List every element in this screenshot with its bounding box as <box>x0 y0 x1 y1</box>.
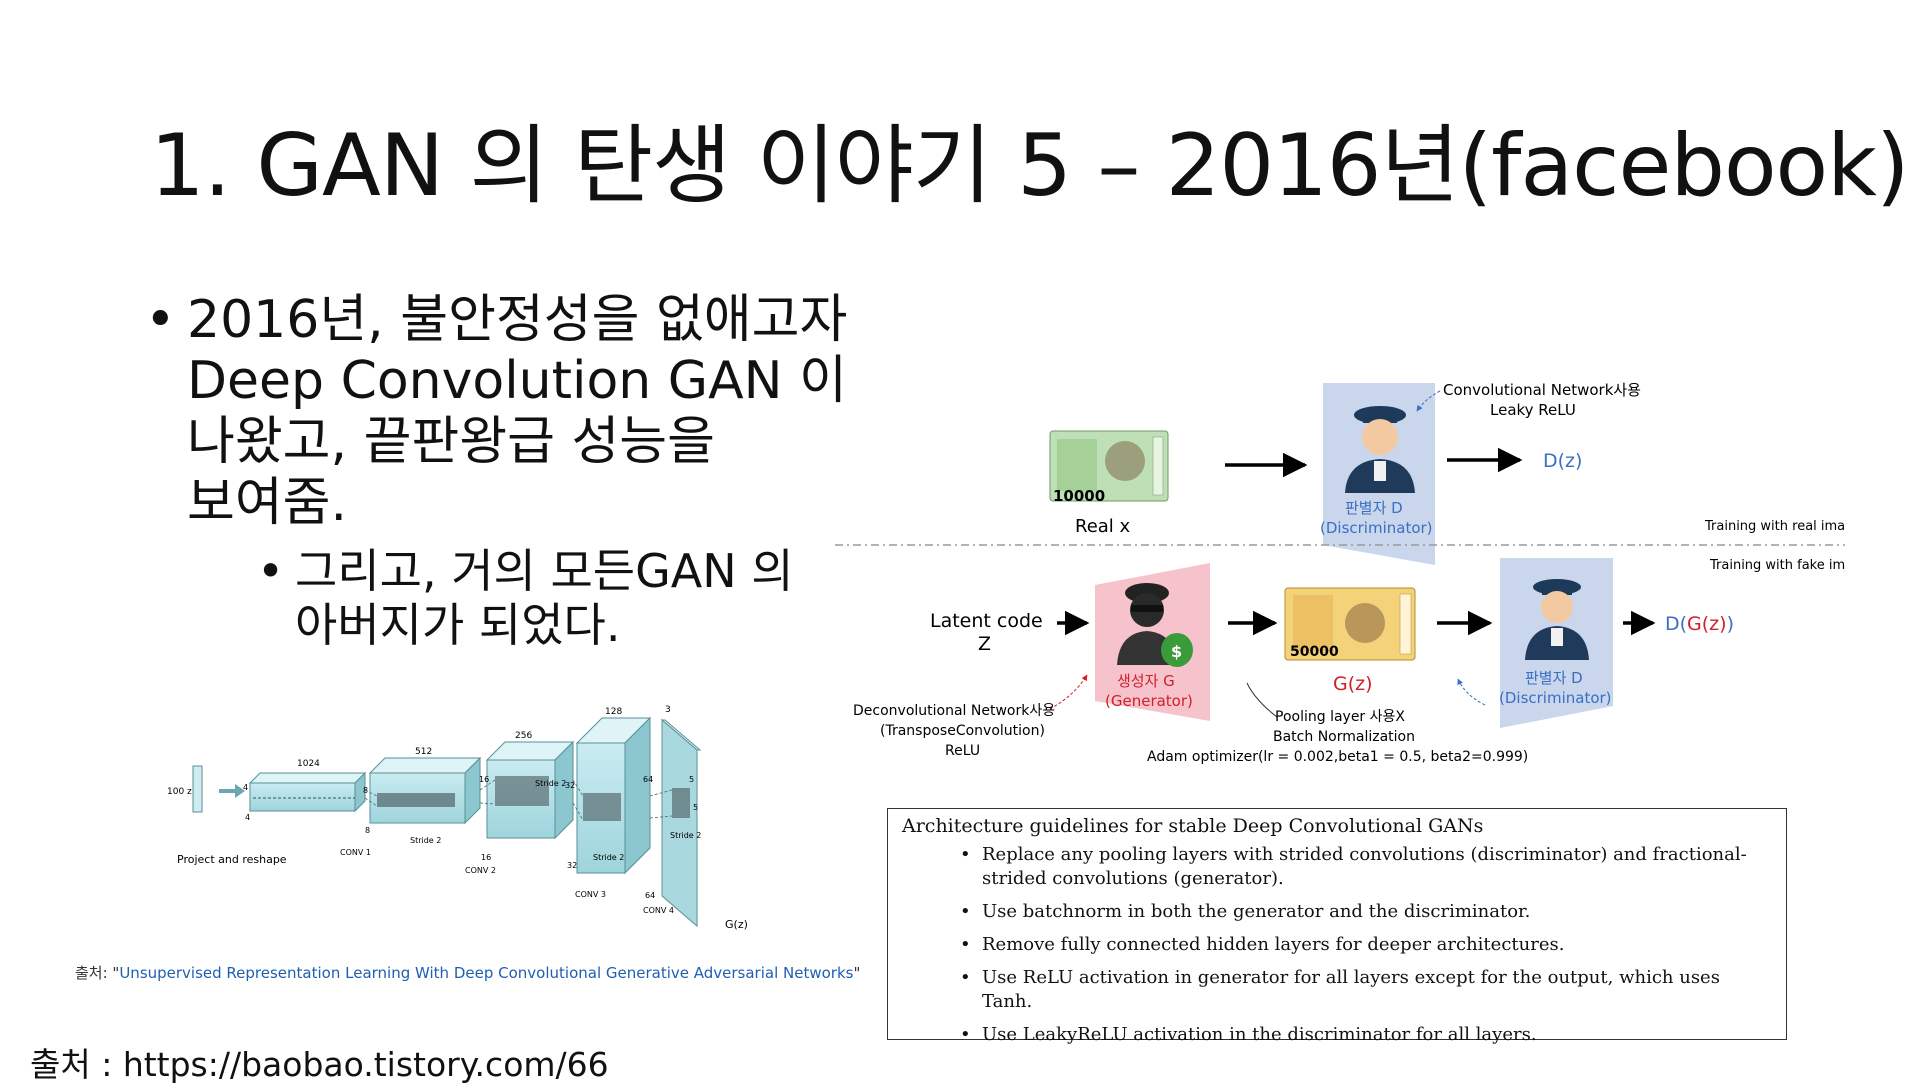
project-reshape-label: Project and reshape <box>177 853 287 866</box>
guideline-item: Replace any pooling layers with strided … <box>960 843 1772 891</box>
gen-label: 생성자 G <box>1117 672 1175 690</box>
output-gz-label: G(z) <box>725 918 748 931</box>
disc-note-leaky: Leaky ReLU <box>1490 401 1576 419</box>
disc-fake-sublabel: (Discriminator) <box>1499 689 1612 707</box>
real-x-label: Real x <box>1075 516 1131 537</box>
gen-note-deconv: Deconvolutional Network사용 <box>853 703 1055 719</box>
dcgan-architecture-figure: 100 z Project and reshape 1024 4 4 512 8… <box>167 705 748 931</box>
input-vector-shape <box>192 765 203 813</box>
slide-title: 1. GAN 의 탄생 이야기 5 – 2016년(facebook) <box>150 116 1910 216</box>
conv-label: CONV 4 <box>643 906 674 915</box>
depth-label: 1024 <box>297 759 320 769</box>
depth-label: 128 <box>605 707 622 717</box>
guidelines-title: Architecture guidelines for stable Deep … <box>902 815 1484 837</box>
bullet-line: 나왔고, 끝판왕급 성능을 <box>187 412 715 472</box>
citation-prefix: 출처: " <box>75 964 120 982</box>
sub-bullet-line: 아버지가 되었다. <box>295 598 621 652</box>
gen-note-transpose: (TransposeConvolution) <box>880 723 1045 739</box>
fake-training-caption: Training with fake image <box>1709 558 1845 573</box>
bullet-line: 보여줌. <box>187 473 348 533</box>
size-label: 4 <box>243 783 248 792</box>
fake-banknote-icon <box>1284 587 1416 661</box>
gan-training-diagram: 10000 Real x 판별자 D (Discriminator) Convo… <box>835 381 1845 765</box>
stride-label: Stride 2 <box>410 836 441 845</box>
dz-output: D(z) <box>1543 450 1582 472</box>
gen-note-relu: ReLU <box>945 743 980 759</box>
pool-note-pointer-left <box>1246 682 1278 718</box>
dgz-suffix: ) <box>1727 613 1734 635</box>
police-officer-icon <box>1345 406 1415 493</box>
gz-image-label: G(z) <box>1333 673 1373 695</box>
source-footer: 출처 : https://baobao.tistory.com/66 <box>30 1045 609 1084</box>
conv-label: CONV 1 <box>340 848 371 857</box>
disc-note-conv: Convolutional Network사용 <box>1443 381 1641 399</box>
disc-real-label: 판별자 D <box>1345 499 1403 517</box>
kernel-label: 5 <box>693 803 698 812</box>
thief-icon: $ <box>1117 583 1193 667</box>
real-banknote-icon <box>1049 430 1169 502</box>
size-label: 64 <box>645 891 655 900</box>
size-label: 64 <box>643 775 653 784</box>
dgz-output: D(G(z)) <box>1665 613 1734 635</box>
stride-label: Stride 2 <box>593 853 624 862</box>
real-training-caption: Training with real image <box>1704 519 1845 534</box>
citation-suffix: " <box>853 964 861 982</box>
conv-label: CONV 2 <box>465 866 496 875</box>
bullet-line: Deep Convolution GAN 이 <box>187 351 847 411</box>
batchnorm-note: Batch Normalization <box>1273 729 1415 745</box>
size-label: 16 <box>479 775 489 784</box>
size-label: 32 <box>565 781 575 790</box>
conv-label: CONV 3 <box>575 890 606 899</box>
stride-label: Stride 2 <box>535 779 566 788</box>
depth-label: 512 <box>415 747 432 757</box>
disc-fake-label: 판별자 D <box>1525 669 1583 687</box>
bullet-dcgan-intro: 2016년, 불안정성을 없애고자 Deep Convolution GAN 이… <box>145 290 925 534</box>
size-label: 8 <box>365 826 370 835</box>
dcgan-block-2 <box>368 756 482 825</box>
optimizer-note: Adam optimizer(lr = 0.002,beta1 = 0.5, b… <box>1147 749 1528 765</box>
sub-bullet-father-of-gans: 그리고, 거의 모든GAN 의 아버지가 되었다. <box>257 544 925 652</box>
disc-real-sublabel: (Discriminator) <box>1320 519 1433 537</box>
svg-text:$: $ <box>1171 642 1182 661</box>
pool-note: Pooling layer 사용X <box>1275 709 1405 725</box>
kernel-label: 5 <box>689 775 694 784</box>
depth-label: 3 <box>665 705 671 715</box>
latent-code-label: Latent code <box>930 610 1043 632</box>
input-z-label: 100 z <box>167 787 192 797</box>
dcgan-block-1 <box>248 771 367 813</box>
guideline-item: Remove fully connected hidden layers for… <box>960 933 1772 957</box>
sub-bullet-line: 그리고, 거의 모든GAN 의 <box>295 544 794 598</box>
architecture-guidelines-box: Architecture guidelines for stable Deep … <box>887 808 1787 1047</box>
depth-label: 256 <box>515 731 532 741</box>
real-banknote-value: 10000 <box>1053 487 1105 505</box>
paper-citation: 출처: "Unsupervised Representation Learnin… <box>75 962 860 983</box>
police-officer-icon <box>1525 579 1589 660</box>
guideline-item: Use LeakyReLU activation in the discrimi… <box>960 1023 1772 1047</box>
dcgan-block-4 <box>575 716 652 875</box>
bullet-list: 2016년, 불안정성을 없애고자 Deep Convolution GAN 이… <box>145 290 925 652</box>
dgz-inner: G(z) <box>1687 613 1727 635</box>
guideline-item: Use batchnorm in both the generator and … <box>960 900 1772 924</box>
dcgan-block-3 <box>485 740 575 840</box>
pool-note-pointer <box>1457 678 1486 706</box>
latent-z-label: Z <box>978 633 991 655</box>
connector-lines <box>364 779 673 821</box>
size-label: 16 <box>481 853 491 862</box>
size-label: 4 <box>245 813 250 822</box>
bullet-line: 2016년, 불안정성을 없애고자 <box>187 290 848 350</box>
stride-label: Stride 2 <box>670 831 701 840</box>
dgz-prefix: D( <box>1665 613 1687 635</box>
guideline-item: Use ReLU activation in generator for all… <box>960 966 1772 1014</box>
dcgan-output-block <box>660 718 702 928</box>
gen-sublabel: (Generator) <box>1105 692 1193 710</box>
paper-link[interactable]: Unsupervised Representation Learning Wit… <box>119 964 854 982</box>
note-pointer <box>1416 390 1441 412</box>
fake-banknote-value: 50000 <box>1290 644 1339 660</box>
guidelines-list: Replace any pooling layers with strided … <box>902 843 1772 1047</box>
gen-note-pointer <box>1049 674 1088 710</box>
reshape-arrow-icon <box>219 784 245 798</box>
size-label: 32 <box>567 861 577 870</box>
